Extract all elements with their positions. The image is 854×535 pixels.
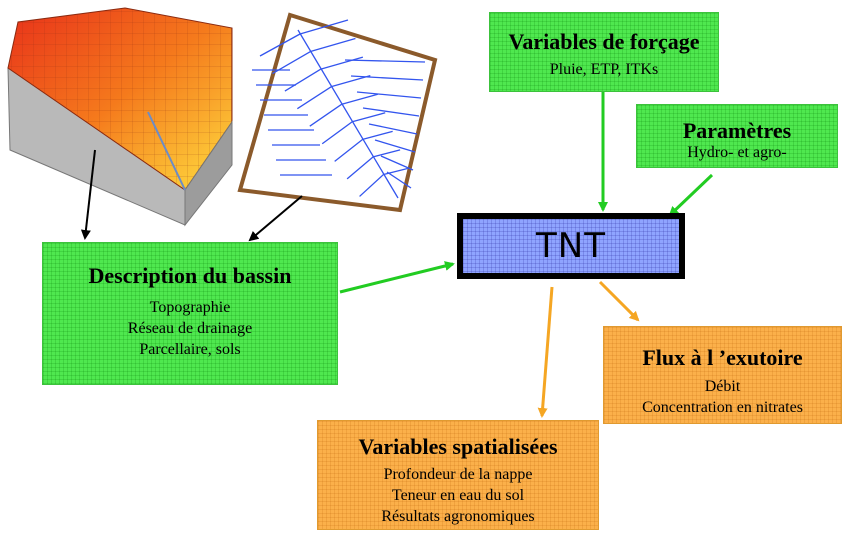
- arrow-terrain-to-basin: [80, 149, 96, 240]
- arrow-tnt-to-spatial: [537, 286, 554, 418]
- drainage-line: [284, 68, 322, 92]
- basin-line-parcels: Parcellaire, sols: [139, 341, 241, 358]
- drainage-line: [380, 155, 414, 171]
- drainage-line: [372, 149, 401, 158]
- drainage-line: [362, 107, 420, 117]
- drainage-line: [368, 123, 418, 135]
- drainage-line: [310, 37, 356, 53]
- basin-description-box: Description du bassin Topographie Réseau…: [42, 242, 338, 385]
- drainage-line: [350, 75, 424, 81]
- drainage-network-image: [237, 12, 438, 213]
- basin-line-topography: Topographie: [149, 299, 231, 316]
- drainage-line: [334, 138, 364, 162]
- parameters-box: Paramètres Hydro- et agro-: [636, 104, 838, 168]
- spatial-line-water-table: Profondeur de la nappe: [383, 466, 533, 483]
- drainage-line: [359, 173, 384, 197]
- tnt-model-box: TNT: [457, 213, 685, 279]
- drainage-line: [352, 112, 386, 123]
- arrow-parameters-to-tnt: [668, 173, 714, 217]
- drainage-line: [341, 93, 378, 105]
- drainage-line: [259, 33, 301, 57]
- forcing-line: Pluie, ETP, ITKs: [549, 61, 659, 78]
- outlet-title: Flux à l ’exutoire: [642, 345, 803, 370]
- forcing-title: Variables de forçage: [508, 29, 700, 54]
- outlet-line-nitrates: Concentration en nitrates: [642, 399, 803, 416]
- drainage-line: [344, 59, 426, 63]
- arrow-drainage-to-basin: [248, 195, 303, 242]
- drainage-line: [386, 171, 412, 189]
- spatial-variables-box: Variables spatialisées Profondeur de la …: [317, 420, 599, 530]
- drainage-line: [356, 91, 422, 99]
- arrow-tnt-to-outlet: [598, 280, 640, 322]
- spatial-line-soil-water: Teneur en eau du sol: [391, 487, 525, 504]
- drainage-line: [383, 167, 408, 176]
- parameters-title: Paramètres: [682, 118, 792, 143]
- arrow-basin-to-tnt: [339, 261, 455, 294]
- drainage-line: [321, 121, 353, 145]
- forcing-variables-box: Variables de forçage Pluie, ETP, ITKs: [489, 12, 719, 92]
- drainage-line: [297, 29, 399, 199]
- tnt-label: TNT: [536, 226, 606, 266]
- outlet-line-flow: Débit: [704, 378, 741, 395]
- spatial-line-agronomic: Résultats agronomiques: [381, 508, 535, 525]
- basin-title: Description du bassin: [88, 263, 292, 288]
- drainage-line: [296, 86, 332, 110]
- drainage-line: [309, 103, 343, 127]
- drainage-line: [320, 56, 364, 70]
- drainage-line: [362, 130, 393, 140]
- terrain-3d-image: [7, 7, 233, 227]
- drainage-line: [346, 156, 374, 180]
- spatial-title: Variables spatialisées: [358, 434, 558, 459]
- drainage-line: [299, 19, 349, 35]
- drainage-line: [331, 75, 371, 88]
- drainage-line: [374, 139, 416, 153]
- basin-line-drainage: Réseau de drainage: [127, 320, 253, 337]
- outlet-flux-box: Flux à l ’exutoire Débit Concentration e…: [603, 326, 842, 424]
- parameters-line: Hydro- et agro-: [687, 144, 787, 161]
